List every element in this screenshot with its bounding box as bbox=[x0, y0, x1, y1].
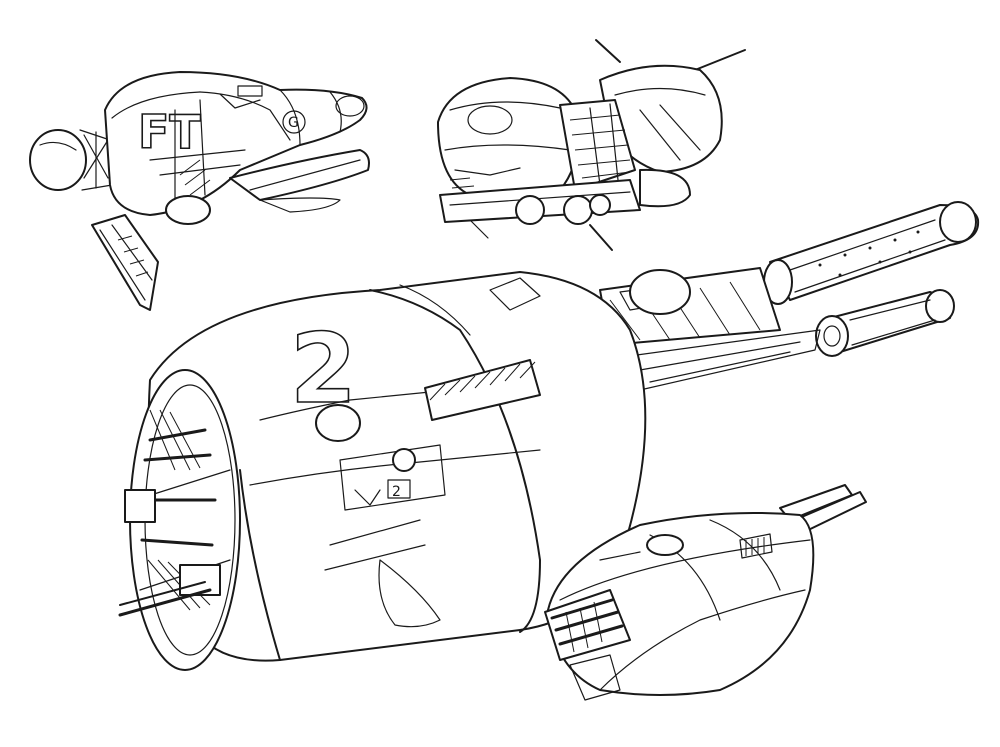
ship-top-right bbox=[437, 39, 746, 251]
ship-top-right-lower-structure bbox=[439, 168, 691, 225]
ship-center-panel-marking: 2 bbox=[392, 484, 401, 500]
ship-top-left-lower-fin bbox=[91, 214, 159, 311]
ship-bottom-right-hull bbox=[547, 511, 815, 696]
ship-center: 2 2 bbox=[118, 201, 980, 671]
ship-top-right-antennas bbox=[469, 39, 746, 251]
ship-center-boom bbox=[763, 201, 980, 305]
ship-top-left: FT G bbox=[29, 71, 370, 311]
ship-top-left-hull-marking: FT bbox=[138, 105, 201, 159]
ship-top-left-engine-pods bbox=[165, 149, 370, 225]
ship-top-left-hull: FT G bbox=[104, 71, 368, 216]
ship-center-boom-rivets bbox=[818, 230, 920, 277]
ship-bottom-right-front-grille bbox=[544, 551, 641, 701]
ship-center-lower-pod bbox=[815, 289, 955, 357]
ship-bottom-right bbox=[544, 484, 867, 701]
ship-top-left-badge-marking: G bbox=[288, 115, 299, 131]
ship-center-rear-opening bbox=[118, 369, 241, 671]
ship-top-right-midsection bbox=[559, 99, 636, 191]
ship-top-right-rear-pod bbox=[599, 64, 723, 173]
ship-top-left-nose-dome bbox=[29, 129, 113, 191]
ship-top-right-front-pod bbox=[437, 77, 579, 200]
